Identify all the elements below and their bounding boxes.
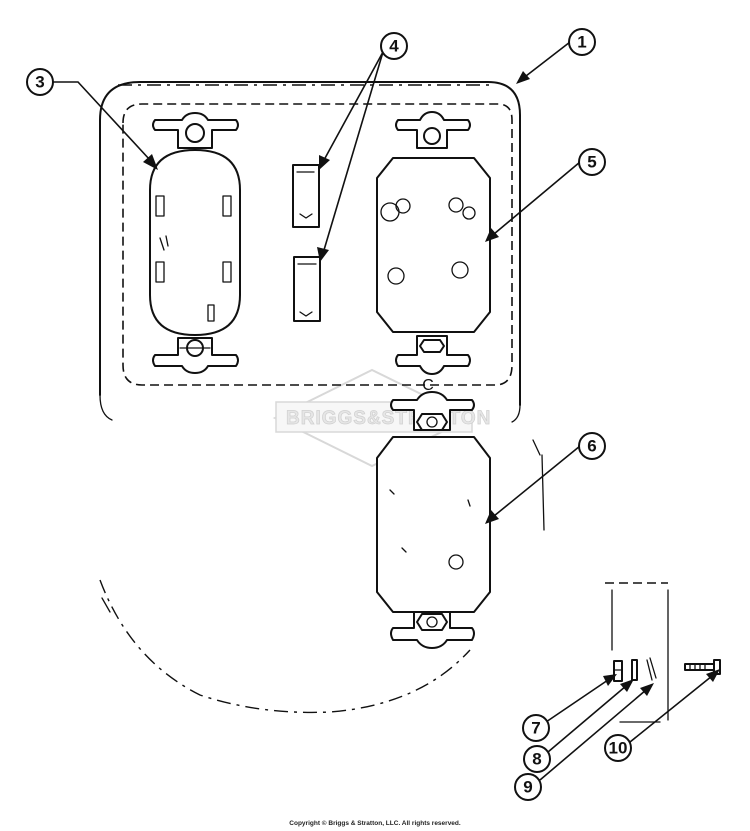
svg-text:4: 4 [389, 37, 399, 56]
svg-text:5: 5 [587, 153, 596, 172]
callout-4: 4 [317, 32, 408, 262]
single-receptacle [376, 391, 491, 649]
svg-text:6: 6 [587, 437, 596, 456]
copyright-notice: Copyright © Briggs & Stratton, LLC. All … [289, 820, 461, 827]
callout-9: 9 [514, 683, 654, 801]
panel-lower-outline [99, 439, 545, 714]
callout-10: 10 [604, 669, 720, 762]
callout-7: 7 [522, 674, 617, 742]
svg-text:9: 9 [523, 778, 532, 797]
callout-6: 6 [485, 432, 606, 524]
blank-plate [376, 111, 491, 375]
svg-text:3: 3 [35, 73, 44, 92]
svg-text:8: 8 [532, 750, 541, 769]
hardware-detail [605, 582, 721, 723]
svg-text:1: 1 [577, 33, 586, 52]
callout-8: 8 [523, 679, 634, 773]
panel-outline [99, 81, 521, 423]
callout-5: 5 [485, 148, 606, 242]
callout-3: 3 [26, 68, 158, 170]
svg-text:7: 7 [531, 719, 540, 738]
mark-c: C [422, 377, 434, 394]
svg-text:10: 10 [609, 739, 628, 758]
cover-clips [292, 164, 321, 322]
duplex-receptacle [149, 112, 241, 374]
watermark-text: BRIGGS&STRATTON [286, 408, 491, 429]
callout-1: 1 [516, 28, 596, 84]
